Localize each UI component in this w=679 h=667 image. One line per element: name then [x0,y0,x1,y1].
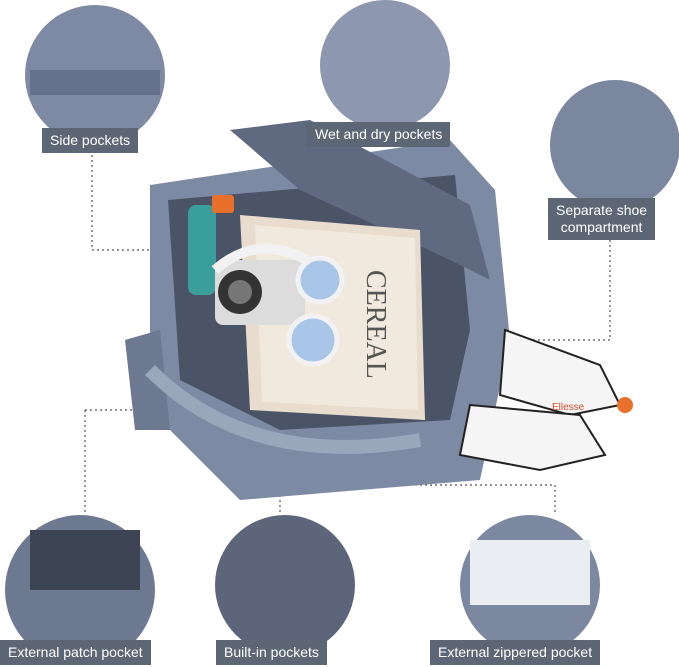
wet-dry-pockets-label: Wet and dry pockets [307,122,451,147]
built-in-pockets-label: Built-in pockets [216,640,327,665]
side-pockets-label: Side pockets [42,128,139,153]
magazine-title-text: CEREAL [360,270,391,379]
external-zippered-pocket-label: External zippered pocket [430,640,601,665]
duffel-bag [125,120,633,500]
detail-circles [5,0,679,665]
shoe-compartment-label: Separate shoe compartment [548,198,656,240]
shoe-compartment-line2: compartment [560,219,643,235]
shoe-compartment-line1: Separate shoe [556,202,648,218]
external-patch-pocket-label: External patch pocket [0,640,151,665]
shoe-brand-text: Ellesse [552,402,585,413]
